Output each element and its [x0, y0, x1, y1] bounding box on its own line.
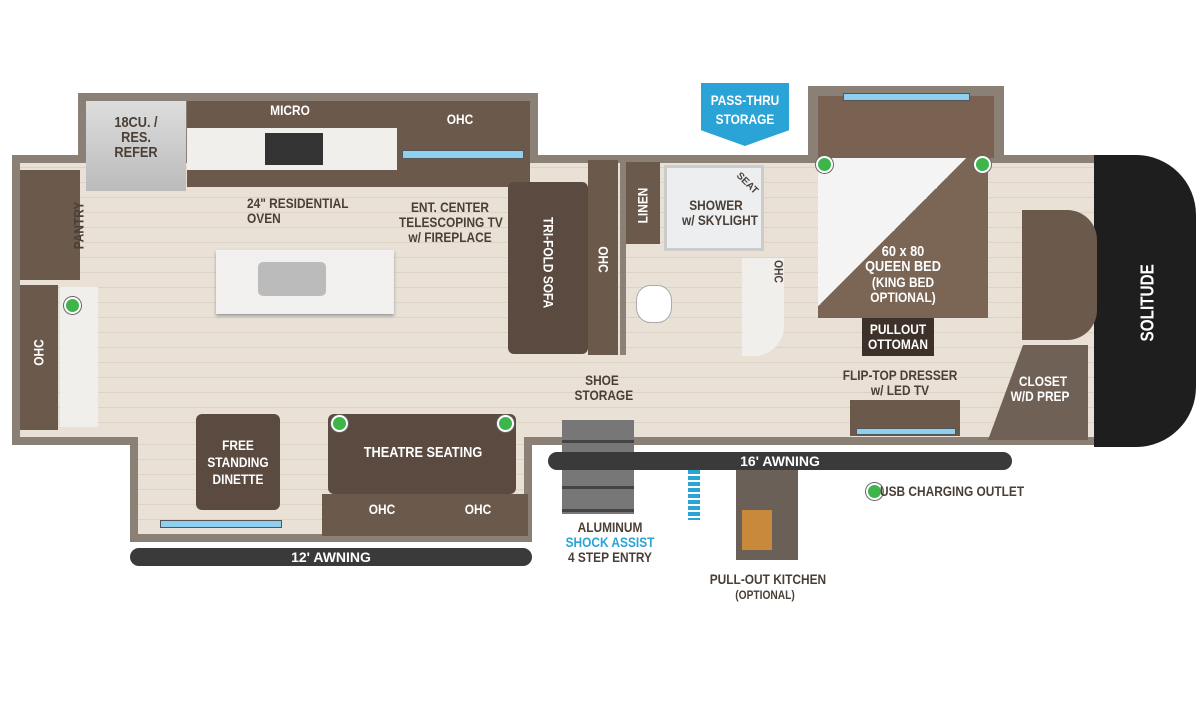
dinette-label-1: FREE: [222, 437, 254, 453]
front-cap: [1094, 155, 1196, 447]
bed-label-3: (KING BED: [871, 274, 935, 290]
ohc-theatre-label-1: OHC: [368, 501, 396, 517]
headboard: [818, 96, 994, 158]
shower-label-1: SHOWER: [689, 197, 743, 213]
cooktop: [265, 133, 323, 165]
bed-label-1: 60 x 80: [881, 243, 925, 260]
dresser-label-1: FLIP-TOP DRESSER: [842, 367, 958, 383]
ottoman-label-1: PULLOUT: [869, 321, 927, 337]
ent-center-label-3: w/ FIREPLACE: [408, 229, 492, 245]
ohc-theatre-label-2: OHC: [464, 501, 492, 517]
awning-12: 12' AWNING: [130, 548, 532, 566]
usb-outlet: [497, 415, 514, 432]
dresser-tv: [856, 428, 956, 435]
entry-label-1: ALUMINUM: [577, 519, 643, 535]
tri-fold-sofa: [508, 182, 588, 354]
dinette-label-3: DINETTE: [212, 471, 264, 487]
queen-bed: [818, 158, 988, 318]
pull-out-kitchen-label-2: (OPTIONAL): [735, 588, 795, 602]
theatre-ohc: [322, 494, 528, 536]
legend-usb-label: USB CHARGING OUTLET: [880, 483, 1025, 499]
entry-label-2: SHOCK ASSIST: [565, 534, 655, 550]
dinette-label-2: STANDING: [207, 454, 269, 470]
closet-label-2: W/D PREP: [1010, 388, 1070, 404]
sofa-label: TRI-FOLD SOFA: [540, 217, 557, 309]
tv: [402, 150, 524, 159]
shoe-storage-label-1: SHOE: [585, 372, 619, 388]
bedroom-window: [843, 93, 970, 101]
ohc-sofa-label: OHC: [595, 246, 612, 273]
usb-outlet: [331, 415, 348, 432]
front-left-ohc: [20, 285, 58, 430]
sink: [258, 262, 326, 296]
pass-thru-storage-badge: [701, 83, 789, 146]
ent-center-label-2: TELESCOPING TV: [399, 214, 503, 230]
theatre-seating: [328, 414, 516, 494]
wardrobe: [1022, 210, 1097, 340]
pullout-ottoman: [862, 318, 934, 356]
pass-thru-label-1: PASS-THRU: [710, 92, 780, 108]
vanity: [742, 258, 784, 356]
shower: [664, 165, 764, 251]
refer-label: 18CU. / RES. REFER: [114, 114, 158, 161]
shower-label-2: w/ SKYLIGHT: [682, 212, 759, 228]
brand-logo: SOLITUDE: [1137, 264, 1158, 342]
shoe-storage-label-2: STORAGE: [574, 387, 634, 403]
pantry: [20, 170, 80, 280]
awning-16: 16' AWNING: [548, 452, 1012, 470]
toilet: [636, 285, 672, 323]
pull-out-kitchen-label-1: PULL-OUT KITCHEN: [709, 571, 827, 587]
bed-label-4: OPTIONAL): [870, 289, 936, 305]
ohc-front-left-label: OHC: [30, 339, 47, 366]
grill: [742, 510, 772, 550]
ohc-bath-label: OHC: [771, 260, 786, 283]
bed-label-2: QUEEN BED: [865, 258, 941, 275]
entry-label-3: 4 STEP ENTRY: [568, 549, 652, 565]
theatre-label: THEATRE SEATING: [363, 444, 483, 461]
ent-center: [397, 101, 530, 187]
linen-label: LINEN: [634, 187, 651, 224]
hose-icon: [688, 470, 700, 520]
usb-outlet: [64, 297, 81, 314]
pantry-label: PANTRY: [70, 201, 87, 250]
dinette-table: [196, 414, 280, 510]
pass-thru-label-2: STORAGE: [715, 111, 775, 127]
micro-label: MICRO: [270, 102, 310, 118]
ottoman-label-2: OTTOMAN: [868, 336, 928, 352]
usb-outlet: [816, 156, 833, 173]
oven-label: 24" RESIDENTIAL OVEN: [247, 195, 349, 226]
usb-outlet: [974, 156, 991, 173]
linen-closet: [626, 162, 660, 244]
usb-legend-icon: [866, 483, 883, 500]
ohc-kitchen-label: OHC: [446, 111, 474, 127]
bath-wall: [620, 160, 626, 355]
dinette-window: [160, 520, 282, 528]
closet-label-1: CLOSET: [1018, 373, 1068, 389]
refrigerator: [86, 101, 186, 191]
sofa-ohc: [588, 160, 618, 355]
dresser-label-2: w/ LED TV: [870, 382, 930, 398]
ent-center-label-1: ENT. CENTER: [410, 199, 490, 215]
